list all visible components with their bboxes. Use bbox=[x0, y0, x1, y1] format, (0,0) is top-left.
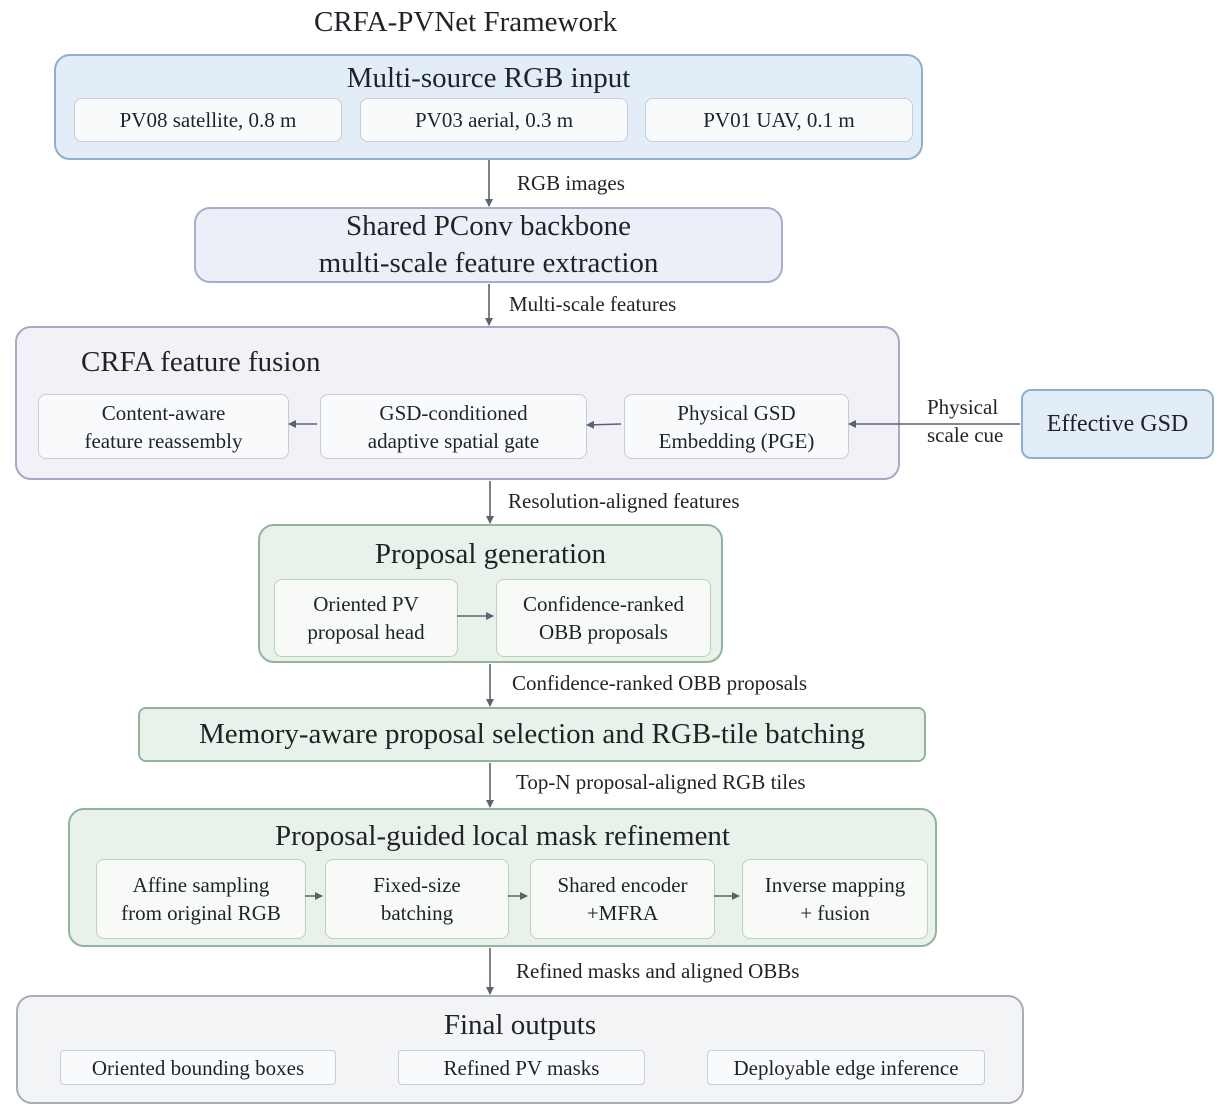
arrow-pge-to-gate bbox=[586, 420, 622, 429]
edge-label-res-aligned: Resolution-aligned features bbox=[508, 489, 740, 513]
ranked-proposals-box: Confidence-ranked OBB proposals bbox=[496, 579, 711, 657]
proposal-head-line1: Oriented PV bbox=[313, 592, 419, 616]
backbone-box: Shared PConv backbone multi-scale featur… bbox=[194, 207, 783, 283]
outputs-title: Final outputs bbox=[443, 1009, 597, 1041]
physical-scale-label-line1: Physical bbox=[927, 395, 999, 419]
output-obb: Oriented bounding boxes bbox=[60, 1050, 336, 1085]
refine-box: Proposal-guided local mask refinement Af… bbox=[68, 808, 937, 947]
refine-step-batching: Fixed-size batching bbox=[325, 859, 509, 939]
diagram-title: CRFA-PVNet Framework bbox=[314, 6, 618, 38]
edge-label-conf-ranked: Confidence-ranked OBB proposals bbox=[512, 671, 808, 695]
input-item-pv03: PV03 aerial, 0.3 m bbox=[360, 98, 628, 142]
refine-step-inverse: Inverse mapping + fusion bbox=[742, 859, 928, 939]
input-item-pv01: PV01 UAV, 0.1 m bbox=[645, 98, 913, 142]
physical-scale-label-line2: scale cue bbox=[927, 423, 1004, 447]
gate-line1: GSD-conditioned bbox=[379, 400, 528, 425]
proposal-box: Proposal generation Oriented PV proposal… bbox=[258, 524, 723, 663]
outputs-box: Final outputs Oriented bounding boxes Re… bbox=[16, 995, 1024, 1104]
edge-label-multiscale: Multi-scale features bbox=[509, 292, 677, 316]
input-box: Multi-source RGB input PV08 satellite, 0… bbox=[54, 54, 923, 160]
edge-label-topn: Top-N proposal-aligned RGB tiles bbox=[516, 770, 806, 794]
backbone-line1: Shared PConv backbone bbox=[345, 210, 632, 242]
carafe-line1: Content-aware bbox=[101, 400, 226, 425]
fusion-title: CRFA feature fusion bbox=[81, 346, 321, 378]
affine-line2: from original RGB bbox=[121, 901, 281, 925]
edge-label-refined: Refined masks and aligned OBBs bbox=[516, 959, 800, 983]
affine-line1: Affine sampling bbox=[132, 873, 270, 897]
batching-line2: batching bbox=[380, 901, 454, 925]
proposal-head-line2: proposal head bbox=[307, 620, 425, 644]
input-title: Multi-source RGB input bbox=[346, 62, 631, 94]
refine-title: Proposal-guided local mask refinement bbox=[274, 820, 730, 852]
encoder-line1: Shared encoder bbox=[557, 873, 688, 897]
carafe-box: Content-aware feature reassembly bbox=[38, 394, 289, 459]
refine-step-encoder: Shared encoder +MFRA bbox=[530, 859, 715, 939]
proposal-title: Proposal generation bbox=[374, 538, 607, 570]
refine-step-affine: Affine sampling from original RGB bbox=[96, 859, 306, 939]
gate-box: GSD-conditioned adaptive spatial gate bbox=[320, 394, 587, 459]
proposal-head-box: Oriented PV proposal head bbox=[274, 579, 458, 657]
pge-line2: Embedding (PGE) bbox=[658, 428, 815, 453]
ranked-line2: OBB proposals bbox=[539, 620, 668, 644]
output-edge: Deployable edge inference bbox=[707, 1050, 985, 1085]
inverse-line1: Inverse mapping bbox=[764, 873, 906, 897]
backbone-line2: multi-scale feature extraction bbox=[318, 247, 659, 279]
encoder-line2: +MFRA bbox=[586, 901, 659, 925]
effective-gsd-box: Effective GSD bbox=[1021, 389, 1214, 459]
pge-line1: Physical GSD bbox=[677, 400, 796, 425]
gate-line2: adaptive spatial gate bbox=[367, 428, 540, 453]
pge-box: Physical GSD Embedding (PGE) bbox=[624, 394, 849, 459]
fusion-box: CRFA feature fusion Content-aware featur… bbox=[15, 326, 900, 480]
input-item-pv08: PV08 satellite, 0.8 m bbox=[74, 98, 342, 142]
ranked-line1: Confidence-ranked bbox=[523, 592, 684, 616]
output-masks: Refined PV masks bbox=[398, 1050, 645, 1085]
edge-label-rgb-images: RGB images bbox=[517, 171, 625, 195]
memory-box: Memory-aware proposal selection and RGB-… bbox=[138, 707, 926, 762]
batching-line1: Fixed-size bbox=[373, 873, 461, 897]
inverse-line2: + fusion bbox=[800, 901, 870, 925]
carafe-line2: feature reassembly bbox=[84, 428, 243, 453]
